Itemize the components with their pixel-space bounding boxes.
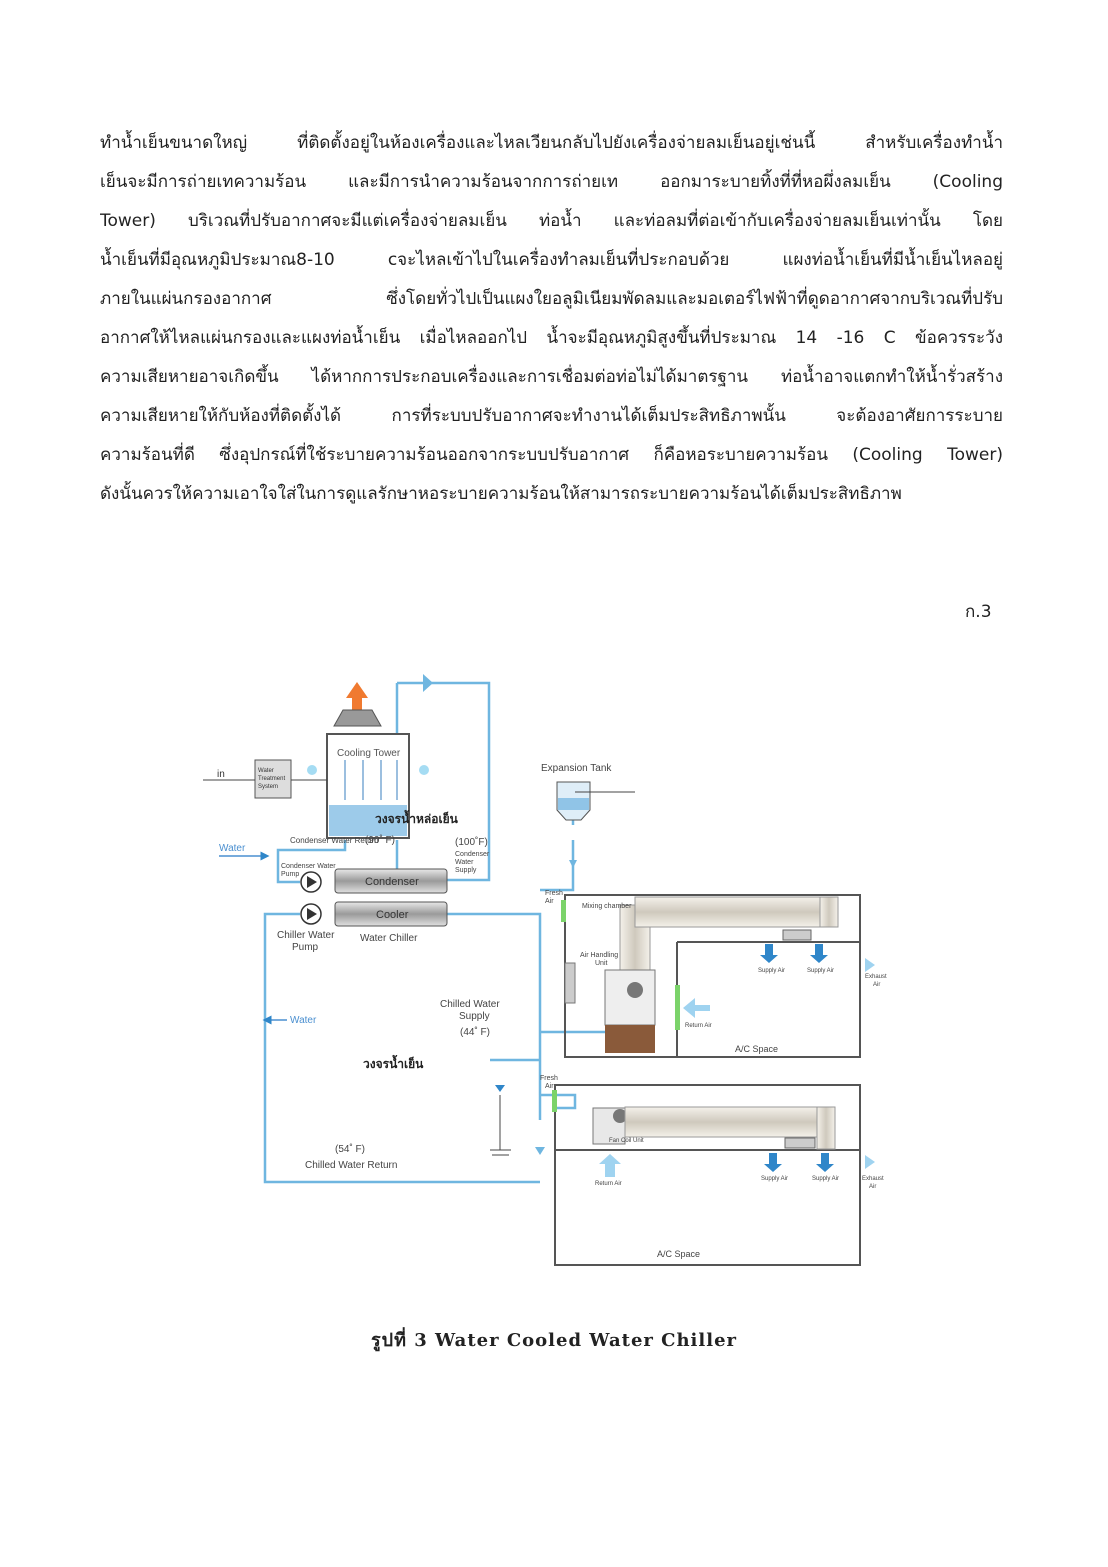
heat-arrow-icon (346, 682, 368, 710)
condenser-water-return-label: Condenser Water Return (290, 836, 379, 845)
supply-air-label: Supply Air (758, 968, 785, 974)
water-treatment-system: Water Treatment System (254, 759, 292, 799)
cooler (334, 901, 448, 927)
temp-label: (100˚F) (455, 836, 488, 848)
return-air-label: Return Air (595, 1181, 622, 1187)
flow-arrow-icon (569, 860, 577, 868)
condenser (334, 868, 448, 894)
chilled-water-supply-label: Chilled Water (440, 999, 500, 1010)
ahu-label: Air Handling (580, 952, 618, 959)
condenser-pump-label: Pump (281, 871, 299, 878)
paragraph-line: ทำน้ำเย็นขนาดใหญ่ ที่ติดตั้งอยู่ในห้องเค… (100, 133, 1003, 153)
exhaust-air-label: Exhaust (865, 974, 887, 980)
fcu-label: Fan Coil Unit (609, 1138, 644, 1144)
page-number: ก.3 (965, 602, 992, 622)
mixing-chamber-label: Mixing chamber (582, 903, 632, 910)
ahu-label: Unit (595, 960, 608, 967)
condenser-pump-label: Condenser Water (281, 863, 336, 870)
chilled-loop-label: วงจรน้ำเย็น (363, 1054, 424, 1071)
ac-space-label: A/C Space (735, 1044, 778, 1054)
fresh-air-label: Fresh (545, 890, 563, 897)
exhaust-arrow-icon (865, 958, 875, 972)
exhaust-air-label: Air (873, 982, 880, 988)
supply-air-arrow-icon (816, 1153, 834, 1172)
condenser-water-supply-label: Water (455, 859, 474, 866)
paragraph-line: ความเสียหายอาจเกิดขึ้น ได้หากการประกอบเค… (100, 367, 1003, 387)
flow-arrow-icon (423, 674, 433, 692)
temp-label: (44˚ F) (460, 1026, 490, 1038)
water-treatment-label: Treatment (258, 776, 285, 782)
supply-air-label: Supply Air (812, 1176, 839, 1182)
cooling-loop-label: วงจรน้ำหล่อเย็น (375, 809, 459, 826)
supply-air-arrow-icon (810, 944, 828, 963)
fresh-air-label: Air (545, 898, 554, 905)
ahu-space: Mixing chamber Fresh Air Air Handling Un… (545, 890, 887, 1058)
paragraph-line: ความร้อนที่ดี ซึ่งอุปกรณ์ที่ใช้ระบายความ… (100, 445, 1003, 465)
water-treatment-label: System (258, 784, 278, 790)
chilled-water-supply-label: Supply (459, 1011, 490, 1022)
water-treatment-label: Water (258, 768, 274, 774)
paragraph-line: ความเสียหายให้กับห้องที่ติดตั้งได้ การที… (100, 406, 1003, 426)
cooler-label: Cooler (376, 909, 409, 921)
mist-icon (307, 765, 317, 775)
figure-caption: รูปที่ 3 Water Cooled Water Chiller (370, 1330, 738, 1351)
chiller-system-diagram: Cooling Tower Water Treatment System in … (203, 674, 887, 1266)
expansion-tank-label: Expansion Tank (541, 763, 612, 774)
exhaust-air-label: Exhaust (862, 1176, 884, 1182)
chiller-pump-label: Pump (292, 942, 319, 953)
supply-air-arrow-icon (760, 944, 778, 963)
water-chiller-label: Water Chiller (360, 933, 418, 944)
in-label: in (217, 769, 225, 780)
flow-arrow-icon (535, 1147, 545, 1155)
paragraph-line: อากาศให้ไหลแผ่นกรองและแผงท่อน้ำเย็น เมื่… (100, 328, 1003, 348)
exhaust-air-label: Air (869, 1184, 876, 1190)
expansion-tank (556, 781, 591, 821)
fcu-space: Fresh Air Fan Coil Unit Return Air Suppl… (540, 1075, 884, 1266)
chiller-pump-label: Chiller Water (277, 930, 335, 941)
cooling-tower: Cooling Tower (326, 682, 410, 839)
water-label: Water (219, 843, 246, 854)
mist-icon (419, 765, 429, 775)
paragraph-line: น้ำเย็นที่มีอุณหภูมิประมาณ8-10 cจะไหลเข้… (100, 250, 1003, 270)
paragraph-line: เย็นจะมีการถ่ายเทความร้อน และมีการนำความ… (100, 172, 1003, 192)
return-air-arrow-icon (599, 1154, 621, 1177)
water-label: Water (290, 1015, 317, 1026)
supply-air-arrow-icon (764, 1153, 782, 1172)
supply-air-label: Supply Air (761, 1176, 788, 1182)
condenser-water-supply-label: Condenser (455, 851, 490, 858)
return-air-arrow-icon (683, 998, 710, 1018)
supply-air-label: Supply Air (807, 968, 834, 974)
condenser-label: Condenser (365, 876, 419, 888)
cooling-tower-label: Cooling Tower (337, 748, 401, 759)
fresh-air-label: Fresh (540, 1075, 558, 1082)
body-paragraph: ทำน้ำเย็นขนาดใหญ่ ที่ติดตั้งอยู่ในห้องเค… (100, 128, 1003, 518)
ac-space-label: A/C Space (657, 1249, 700, 1259)
flow-arrow-icon (495, 1085, 505, 1092)
paragraph-line: ดังนั้นควรให้ความเอาใจใส่ในการดูแลรักษาห… (100, 484, 902, 504)
chilled-water-return-label: Chilled Water Return (305, 1160, 397, 1171)
temp-label: (90˚ F) (365, 834, 395, 846)
paragraph-line: Tower) บริเวณที่ปรับอากาศจะมีแต่เครื่องจ… (100, 211, 1003, 231)
paragraph-line: ภายในแผ่นกรองอากาศ ซึ่งโดยทั่วไปเป็นแผงใ… (100, 289, 1003, 309)
exhaust-arrow-icon (865, 1155, 875, 1169)
return-air-label: Return Air (685, 1023, 712, 1029)
fresh-air-label: Air (545, 1083, 554, 1090)
temp-label: (54˚ F) (335, 1143, 365, 1155)
condenser-water-supply-label: Supply (455, 867, 477, 874)
